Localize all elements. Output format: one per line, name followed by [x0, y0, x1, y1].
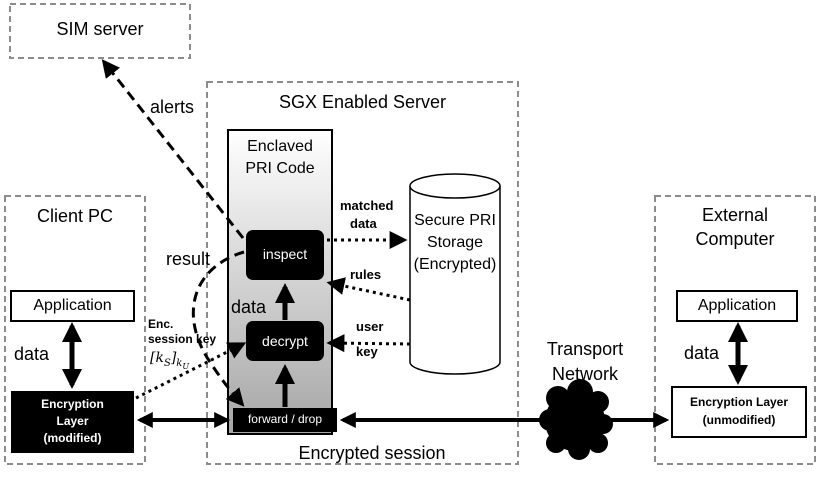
enc-session-label-1: Enc.	[148, 317, 174, 331]
client-encryption-layer-box	[11, 391, 134, 453]
transport-label-1: Transport	[546, 339, 624, 359]
sgx-server-box	[206, 81, 519, 465]
external-computer-label-2: Computer	[695, 229, 775, 249]
external-encryption-layer-box	[671, 386, 807, 438]
decrypt-box	[246, 321, 324, 361]
external-enc-label-2: (unmodified)	[702, 413, 776, 427]
session-key-formula: [kS]kU	[150, 350, 189, 371]
session-key-close: ]	[170, 350, 177, 366]
client-application-label: Application	[33, 297, 112, 314]
session-key-sub-k: kU	[176, 357, 190, 371]
rules-arrow	[326, 277, 411, 302]
result-label: result	[166, 249, 211, 269]
matched-label-2: data	[350, 216, 377, 231]
sgx-server-label: SGX Enabled Server	[278, 92, 447, 112]
client-application-box	[10, 290, 135, 322]
sim-server-label: SIM server	[56, 19, 144, 39]
inspect-box	[246, 230, 324, 280]
external-application-box	[676, 290, 798, 322]
transport-label-2: Network	[551, 364, 618, 384]
enclave-title-1: Enclaved	[247, 138, 313, 155]
sim-server-box	[9, 3, 191, 59]
external-enc-label-1: Encryption Layer	[689, 395, 789, 409]
external-data-label: data	[684, 343, 720, 363]
user-key-label-2: key	[356, 344, 378, 359]
user-key-label-1: user	[356, 319, 384, 334]
matched-label-1: matched	[340, 198, 394, 213]
storage-label-3: (Encrypted)	[413, 256, 497, 273]
enclave-data-label: data	[231, 297, 267, 317]
session-key-sub-s: S	[163, 357, 171, 369]
alerts-arrow	[101, 59, 245, 239]
client-enc-label-1: Encryption	[41, 397, 104, 411]
alerts-label: alerts	[150, 97, 195, 117]
session-key-arrow	[135, 342, 247, 400]
enclave-title-2: PRI Code	[245, 160, 315, 177]
storage-cylinder	[409, 173, 501, 375]
external-computer-box	[654, 195, 816, 465]
encrypted-session-label: Encrypted session	[298, 443, 446, 463]
client-pc-box	[4, 195, 146, 465]
rules-label: rules	[350, 267, 382, 282]
inspect-label: inspect	[262, 246, 308, 262]
client-pc-label: Client PC	[36, 206, 114, 226]
client-enc-label-3: (modified)	[43, 431, 102, 445]
forward-drop-box	[233, 408, 337, 432]
storage-label-2: Storage	[426, 234, 484, 251]
storage-label-1: Secure PRI	[414, 212, 496, 229]
external-application-label: Application	[697, 297, 777, 314]
client-enc-label-2: Layer	[56, 414, 89, 428]
session-key-open: [k	[150, 350, 164, 366]
decrypt-label: decrypt	[262, 333, 308, 349]
result-arrow	[191, 250, 245, 407]
external-computer-label-1: External	[701, 205, 769, 225]
enc-session-label-2: session key	[148, 332, 217, 346]
session-key-sub-u: U	[182, 361, 190, 371]
forward-drop-label: forward / drop	[247, 412, 323, 426]
session-key-k: k	[176, 357, 183, 369]
client-data-label: data	[14, 344, 50, 364]
